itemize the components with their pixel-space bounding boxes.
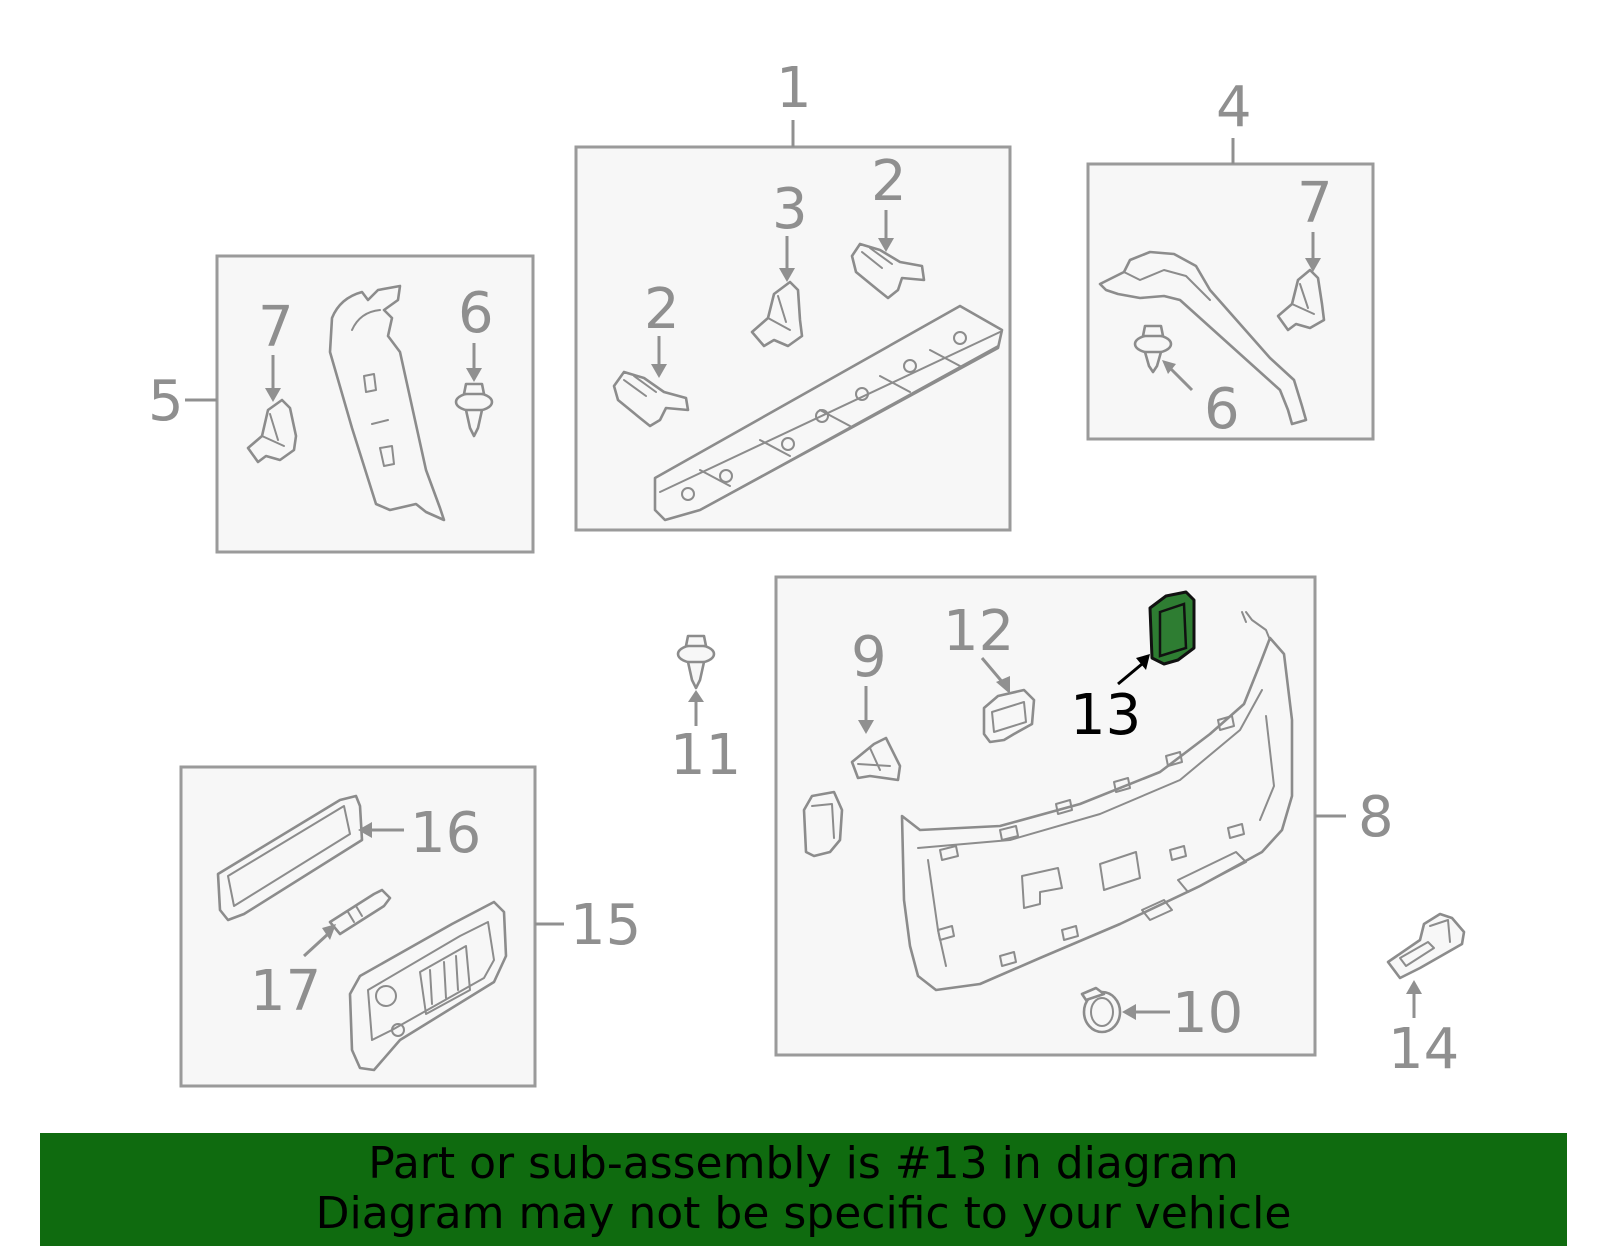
callout-4: 4 (1216, 75, 1252, 140)
cover-cap-12: 12 (943, 599, 1036, 744)
push-pin-fastener-10: 10 (1080, 981, 1243, 1046)
bulb-17: 17 (250, 888, 392, 1024)
callout-8: 8 (1358, 785, 1394, 850)
callout-1: 1 (776, 56, 812, 121)
callout-14: 14 (1388, 1017, 1459, 1082)
clip-2-lower: 2 (612, 277, 690, 428)
callout-6-left: 6 (458, 281, 494, 346)
callout-7-left: 7 (258, 295, 294, 360)
callout-12: 12 (943, 599, 1014, 664)
lamp-housing (348, 900, 508, 1072)
callout-9: 9 (851, 625, 887, 690)
callout-11: 11 (670, 723, 741, 788)
liftgate-trim-panel (900, 611, 1294, 992)
switch-14: 14 (1386, 912, 1466, 1082)
callout-16: 16 (410, 801, 481, 866)
retainer-clip-7-right: 7 (1276, 171, 1333, 332)
push-pin-fastener-6-left: 6 (454, 281, 494, 438)
pillar-trim-panel (328, 284, 446, 522)
info-banner: Part or sub-assembly is #13 in diagram D… (40, 1133, 1567, 1246)
push-pin-fastener-6-right: 6 (1133, 324, 1240, 442)
upper-trim-bracket (1098, 250, 1308, 426)
lens-16: 16 (216, 794, 481, 922)
clip-3: 3 (750, 177, 808, 348)
push-pin-fastener-11: 11 (670, 634, 741, 788)
highlighted-part-13: 13 (1070, 590, 1196, 748)
callout-3: 3 (772, 177, 808, 242)
callout-13: 13 (1070, 683, 1141, 748)
scuff-plate-trim (653, 304, 1004, 522)
callout-6-right: 6 (1204, 377, 1240, 442)
clip-2-upper: 2 (850, 149, 926, 300)
retainer-clip-7-left: 7 (246, 295, 298, 464)
group-4-box: 4 (1086, 75, 1375, 441)
callout-15: 15 (570, 893, 641, 958)
banner-line-2: Diagram may not be specific to your vehi… (315, 1188, 1292, 1239)
banner-line-1: Part or sub-assembly is #13 in diagram (368, 1138, 1239, 1189)
callout-7-right: 7 (1297, 171, 1333, 236)
callout-17: 17 (250, 959, 321, 1024)
clip-9: 9 (850, 625, 902, 782)
callout-2-upper: 2 (871, 149, 907, 214)
cover-cap-left (802, 790, 844, 858)
callout-2-lower: 2 (644, 277, 680, 342)
callout-10: 10 (1172, 981, 1243, 1046)
callout-5: 5 (148, 369, 184, 434)
